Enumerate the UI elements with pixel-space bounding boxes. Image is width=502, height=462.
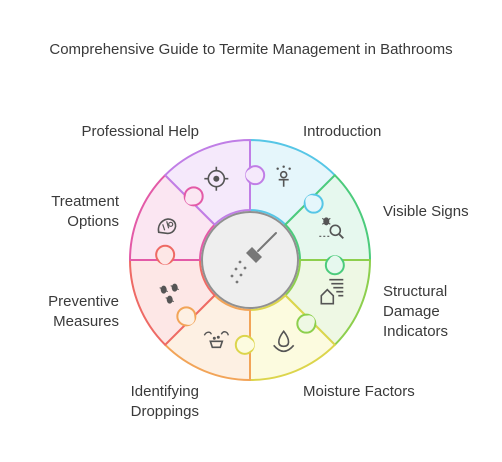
label-treatment-options: Treatment Options <box>51 193 119 230</box>
diagram-title: Comprehensive Guide to Termite Managemen… <box>49 41 453 58</box>
puzzle-knob-joint <box>159 252 172 265</box>
house-damage-icon <box>320 278 344 305</box>
label-visible-signs: Visible Signs <box>383 203 469 220</box>
label-moisture-factors: Moisture Factors <box>303 383 415 400</box>
label-identifying-droppings: Identifying Droppings <box>130 383 199 420</box>
label-professional-help: Professional Help <box>81 123 199 140</box>
segments-layer <box>129 139 371 381</box>
pest-bugs-icon <box>159 283 179 304</box>
puzzle-knob-joint <box>242 338 255 351</box>
puzzle-knob-joint <box>305 195 318 208</box>
puzzle-segment <box>164 139 251 226</box>
puzzle-knob-joint <box>182 312 195 325</box>
label-introduction: Introduction <box>303 123 382 140</box>
puzzle-knob-joint <box>185 192 198 205</box>
shower-head-icon <box>230 232 277 284</box>
center-circle <box>201 211 299 309</box>
puzzle-knob-joint <box>245 169 258 182</box>
target-bug-icon <box>204 166 229 191</box>
label-structural-damage: Structural Damage Indicators <box>383 283 449 340</box>
label-preventive-measures: Preventive Measures <box>48 293 119 330</box>
larva-icon <box>157 218 177 235</box>
puzzle-knob-joint <box>302 315 315 328</box>
puzzle-knob-joint <box>328 255 341 268</box>
icons-layer <box>157 165 344 353</box>
shower-bug-icon <box>276 165 291 187</box>
droppings-bowl-icon <box>203 331 230 349</box>
magnify-bug-icon <box>319 217 344 239</box>
water-drop-icon <box>273 329 295 353</box>
center-hub <box>201 211 299 309</box>
